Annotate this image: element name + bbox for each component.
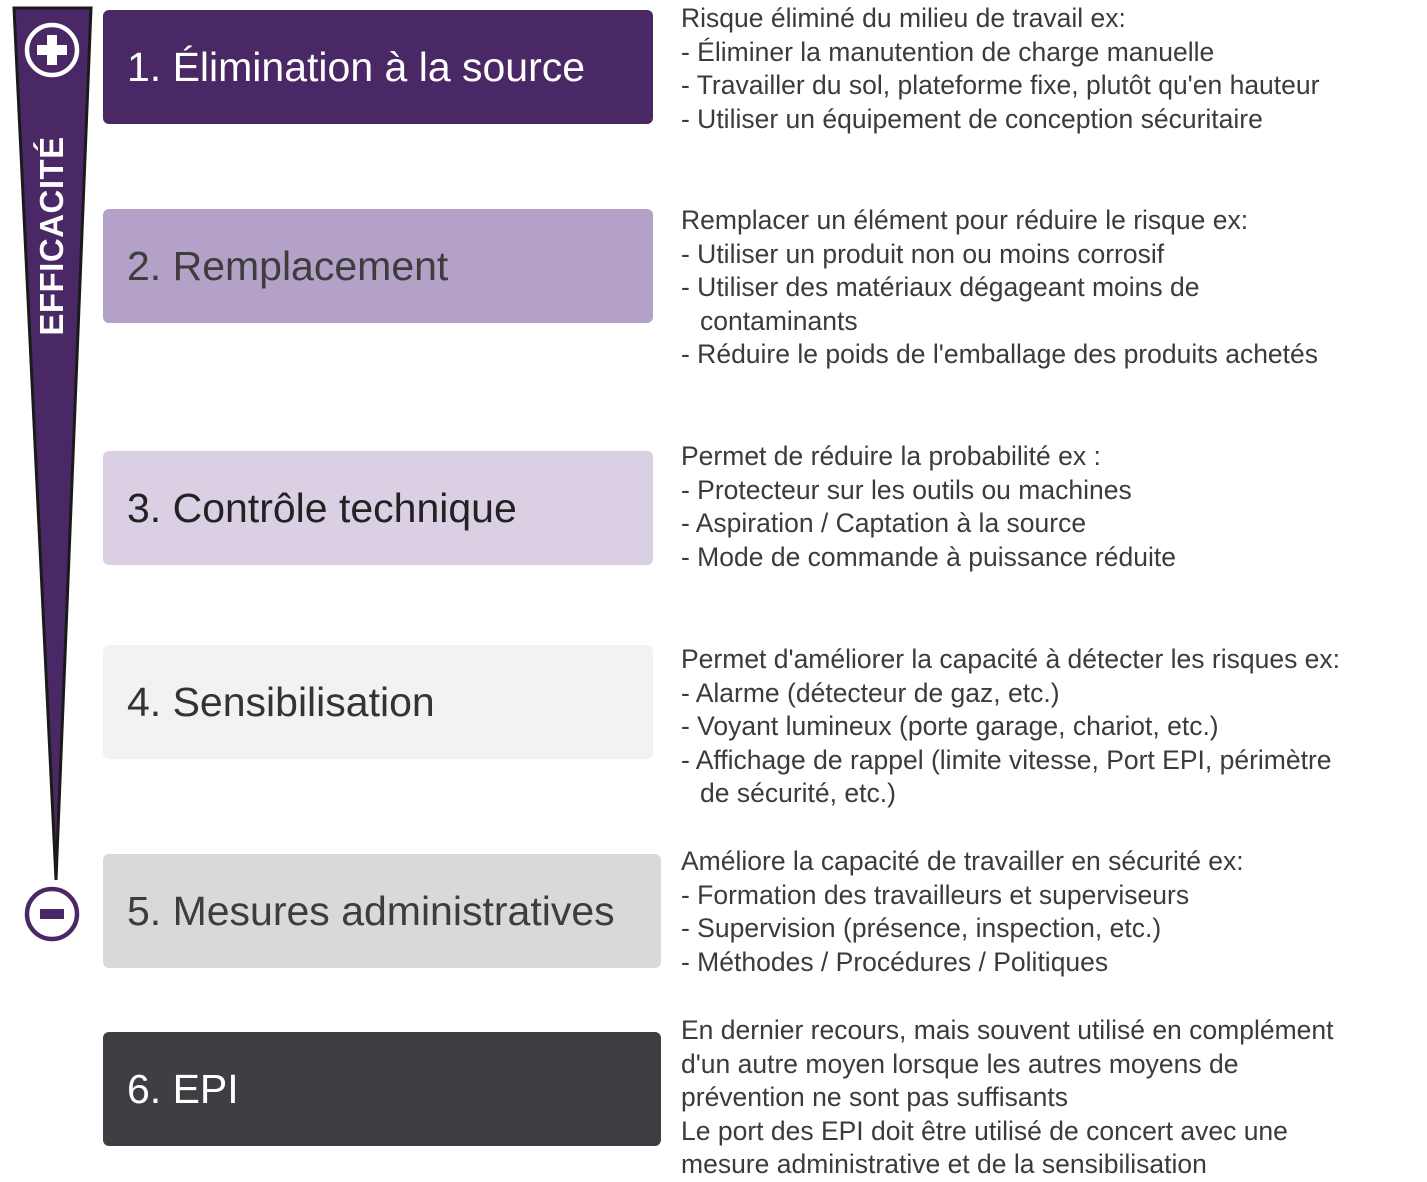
description-line: mesure administrative et de la sensibili… [681, 1149, 1207, 1180]
description-line: - Protecteur sur les outils ou machines [681, 474, 1132, 505]
description-line: - Méthodes / Procédures / Politiques [681, 946, 1109, 977]
description-line: - Affichage de rappel (limite vitesse, P… [681, 744, 1332, 775]
level-title: 5. Mesures administratives [127, 887, 615, 934]
level-title: 3. Contrôle technique [127, 484, 517, 531]
level-description-epi: En dernier recours, mais souvent utilisé… [681, 1014, 1334, 1182]
description-line: contaminants [700, 305, 858, 336]
level-description-controle-technique: Permet de réduire la probabilité ex : - … [681, 440, 1176, 574]
description-line: d'un autre moyen lorsque les autres moye… [681, 1048, 1239, 1079]
description-line: Permet de réduire la probabilité ex : [681, 441, 1101, 471]
level-box-remplacement: 2. Remplacement [103, 209, 653, 323]
description-line: Améliore la capacité de travailler en sé… [681, 846, 1244, 876]
description-line: Permet d'améliorer la capacité à détecte… [681, 644, 1341, 674]
description-line: - Éliminer la manutention de charge manu… [681, 36, 1215, 67]
level-title: 4. Sensibilisation [127, 678, 435, 725]
description-line: En dernier recours, mais souvent utilisé… [681, 1015, 1334, 1045]
description-line: - Travailler du sol, plateforme fixe, pl… [681, 70, 1320, 101]
description-line: - Utiliser un équipement de conception s… [681, 103, 1263, 134]
description-line: - Mode de commande à puissance réduite [681, 541, 1176, 572]
level-title: 1. Élimination à la source [127, 43, 586, 90]
description-line: Remplacer un élément pour réduire le ris… [681, 205, 1249, 235]
description-line: Risque éliminé du milieu de travail ex: [681, 3, 1126, 33]
effectiveness-wedge [12, 6, 93, 942]
minus-circle-icon [24, 886, 80, 942]
level-title: 6. EPI [127, 1065, 239, 1112]
description-line: - Alarme (détecteur de gaz, etc.) [681, 677, 1060, 708]
description-line: - Formation des travailleurs et supervis… [681, 879, 1190, 910]
level-box-mesures-administratives: 5. Mesures administratives [103, 854, 661, 968]
level-description-elimination: Risque éliminé du milieu de travail ex: … [681, 2, 1319, 136]
description-line: de sécurité, etc.) [700, 778, 896, 809]
level-box-elimination: 1. Élimination à la source [103, 10, 653, 124]
description-line: - Voyant lumineux (porte garage, chariot… [681, 711, 1219, 742]
plus-circle-icon [24, 22, 80, 78]
level-box-sensibilisation: 4. Sensibilisation [103, 645, 653, 759]
level-description-sensibilisation: Permet d'améliorer la capacité à détecte… [681, 643, 1340, 811]
level-box-controle-technique: 3. Contrôle technique [103, 451, 653, 565]
level-description-mesures-administratives: Améliore la capacité de travailler en sé… [681, 845, 1244, 979]
description-line: - Utiliser des matériaux dégageant moins… [681, 272, 1200, 303]
description-line: - Utiliser un produit non ou moins corro… [681, 238, 1165, 269]
description-line: Le port des EPI doit être utilisé de con… [681, 1115, 1288, 1146]
wedge-shape [12, 6, 93, 881]
level-description-remplacement: Remplacer un élément pour réduire le ris… [681, 204, 1318, 372]
description-line: - Supervision (présence, inspection, etc… [681, 913, 1162, 944]
level-box-epi: 6. EPI [103, 1032, 661, 1146]
description-line: - Aspiration / Captation à la source [681, 508, 1087, 539]
effectiveness-axis-label: EFFICACITÉ [33, 136, 70, 336]
description-line: - Réduire le poids de l'emballage des pr… [681, 339, 1319, 370]
level-title: 2. Remplacement [127, 242, 449, 289]
description-line: prévention ne sont pas suffisants [681, 1082, 1068, 1113]
